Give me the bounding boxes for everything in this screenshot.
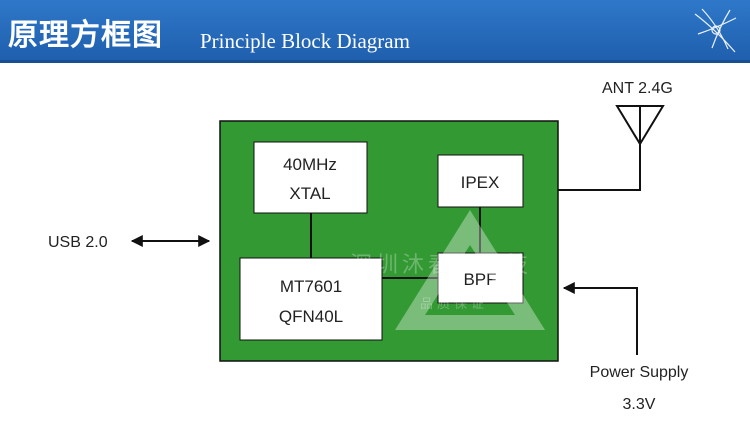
xtal-label-freq: 40MHz [283,155,337,174]
page-title-chinese: 原理方框图 [8,18,163,53]
mcu-block [239,257,383,341]
sparkle-logo-icon [694,8,737,53]
bpf-label: BPF [463,270,496,289]
ipex-label: IPEX [461,173,500,192]
watermark-logo-icon [395,210,545,330]
bpf-block [437,252,524,304]
watermark-text-line1: 深圳沐春市科技 [350,253,532,278]
page-title-english: Principle Block Diagram [200,29,410,53]
usb-label: USB 2.0 [48,234,108,251]
ipex-block [437,154,524,208]
xtal-label-name: XTAL [289,184,330,203]
mcu-label-package: QFN40L [279,307,343,326]
antenna-label: ANT 2.4G [602,80,673,97]
header-banner: 原理方框图 Principle Block Diagram [0,0,750,63]
watermark-text-line2: 品质保证 [420,297,488,312]
power-supply-arrow [562,282,638,355]
power-supply-voltage: 3.3V [623,396,656,413]
power-supply-label: Power Supply [590,364,689,381]
mcu-label-part: MT7601 [280,277,342,296]
xtal-block [253,141,368,214]
watermark: 深圳沐春市科技 品质保证 [350,210,545,330]
